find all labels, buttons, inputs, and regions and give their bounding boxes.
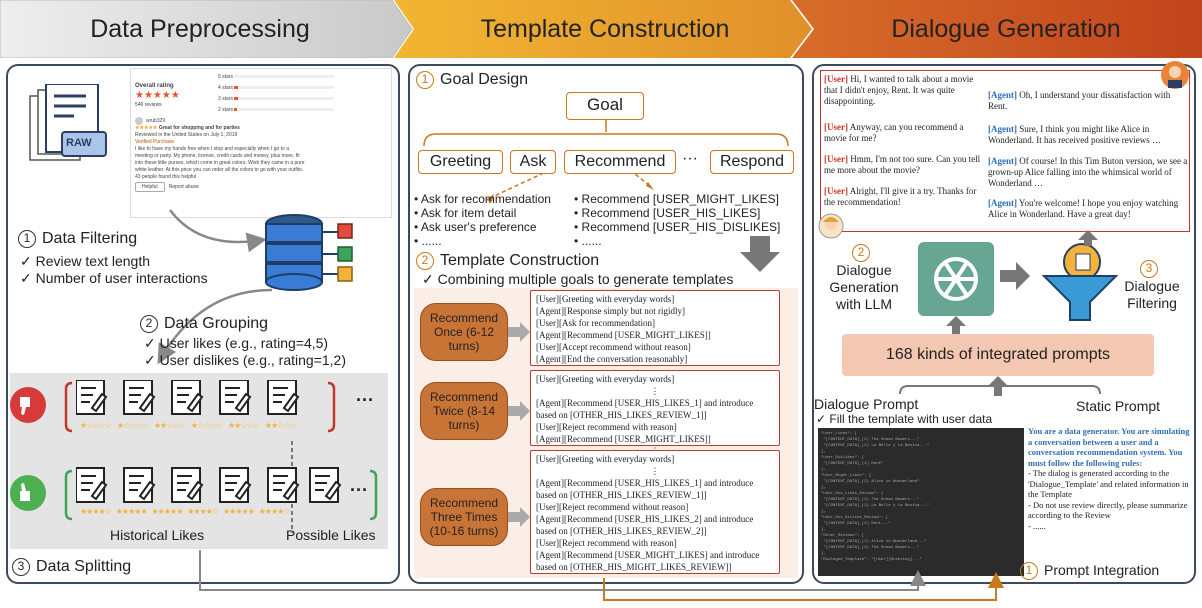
review-meta: Reviewed in the United States on July 1,…: [135, 132, 238, 138]
goal-respond: Respond: [710, 150, 794, 174]
agent-avatar-icon: [1161, 61, 1189, 89]
raw-label: RAW: [66, 137, 92, 149]
p1-arrows: [157, 209, 273, 365]
chat-user-1: [User] Hi, I wanted to talk about a movi…: [824, 74, 974, 106]
recommend-three-times-label: Recommend Three Times (10-16 turns): [420, 488, 508, 546]
report-abuse-link[interactable]: Report abuse: [168, 184, 199, 190]
generated-dialogue: [820, 70, 1190, 232]
document-icons: [76, 380, 341, 503]
stage-2-header: Template Construction: [480, 14, 730, 43]
database-icon: [265, 214, 353, 291]
raw-file-icon: [29, 84, 107, 161]
template-arrows: [508, 322, 530, 527]
avatar: [135, 117, 143, 125]
chat-agent-2: [Agent] Sure, I think you might like Ali…: [988, 124, 1161, 145]
integrated-prompts-box: 168 kinds of integrated prompts: [842, 334, 1154, 376]
up-arrow: [1078, 230, 1098, 246]
like-row-ellipsis: ···: [350, 480, 368, 500]
recommend-once-label: Recommend Once (6-12 turns): [420, 303, 508, 361]
llm-icon: [918, 242, 994, 316]
static-prompt-text: You are a data generator. You are simula…: [1028, 426, 1190, 531]
template-twice: [User][Greeting with everyday words]⋮[Ag…: [530, 370, 780, 456]
group-likes: ✓ User likes (e.g., rating=4,5): [144, 335, 329, 351]
reviewer: wrub329: [135, 117, 387, 125]
header-arrows: [0, 0, 1202, 58]
review-count: 546 reviews: [135, 102, 162, 108]
overall-rating-label: Overall rating: [135, 83, 174, 89]
group-dislikes: ✓ User dislikes (e.g., rating=1,2): [144, 352, 346, 368]
goal-recommend: Recommend: [564, 150, 676, 174]
stage-3-header: Dialogue Generation: [891, 14, 1121, 43]
ask-goal-list: • Ask for recommendation • Ask for item …: [414, 192, 551, 248]
filter-criterion-1: ✓ Review text length: [20, 253, 151, 269]
historical-likes-label: Historical Likes: [110, 527, 205, 543]
down-arrow: [740, 236, 780, 272]
static-prompt-label: Static Prompt: [1076, 398, 1161, 414]
chat-agent-1: [Agent] Oh, I understand your dissatisfa…: [988, 90, 1171, 111]
template-construction-check: ✓ Combining multiple goals to generate t…: [422, 271, 734, 287]
possible-likes-label: Possible Likes: [286, 527, 376, 543]
chat-agent-3: [Agent] Of course! In this Tim Buton ver…: [988, 156, 1188, 188]
user-avatar-icon: [818, 213, 844, 239]
verified-badge: Verified Purchase: [135, 139, 175, 145]
stars: ★★★★☆ ★★★★★ ★★★★★ ★★★★☆ ★★★★★ ★★★★☆: [80, 507, 291, 516]
goal-ellipsis: ···: [682, 150, 698, 167]
chat-user-4: [User] Alright, I'll give it a try. Than…: [824, 186, 977, 207]
filter-icon: [1041, 243, 1119, 321]
goal-root: Goal: [566, 92, 644, 120]
rating-histogram: 5 stars 4 stars 3 stars 2 stars: [218, 72, 335, 116]
stars: ★☆☆☆☆ ★☆☆☆☆ ★★☆☆☆ ★☆☆☆☆ ★★☆☆☆ ★★☆☆☆: [80, 421, 297, 430]
chat-agent-4: [Agent] You're welcome! I hope you enjoy…: [988, 198, 1179, 219]
review-card: Overall rating ★★★★★ 546 reviews wrub329…: [130, 68, 392, 218]
helpful-count: 43 people found this helpful: [135, 174, 197, 180]
dialogue-prompt-code: "User_Likes": [ "[CONTENT_DATA]_(2) The …: [818, 428, 1024, 576]
goal-ask: Ask: [510, 150, 556, 174]
chat-user-3: [User] Hmm, I'm not too sure. Can you te…: [824, 154, 981, 175]
goal-greeting: Greeting: [418, 150, 503, 174]
right-arrow: [1000, 262, 1030, 290]
goal-tree: [423, 120, 789, 202]
stage-1-header: Data Preprocessing: [90, 14, 310, 43]
dialogue-prompt-label: Dialogue Prompt: [814, 396, 919, 412]
recommend-twice-label: Recommend Twice (8-14 turns): [420, 382, 508, 440]
rating-stars: ★★★★★: [135, 90, 180, 101]
review-title: Great for shopping and for parties: [158, 125, 240, 131]
filter-criterion-2: ✓ Number of user interactions: [20, 270, 208, 286]
review-body: I like to have my hands free when I stop…: [135, 146, 305, 173]
chat-user-2: [User] Anyway, can you recommend a movie…: [824, 122, 964, 143]
fill-template-check: ✓ Fill the template with user data: [816, 412, 993, 426]
template-three-times: [User][Greeting with everyday words]⋮[Ag…: [530, 450, 780, 574]
helpful-button[interactable]: Helpful: [135, 182, 165, 192]
dislike-row-ellipsis: ···: [356, 390, 374, 410]
template-once: [User][Greeting with everyday words][Age…: [530, 290, 780, 366]
recommend-goal-list: • Recommend [USER_MIGHT_LIKES] • Recomme…: [574, 192, 781, 248]
up-arrow: [946, 316, 966, 334]
